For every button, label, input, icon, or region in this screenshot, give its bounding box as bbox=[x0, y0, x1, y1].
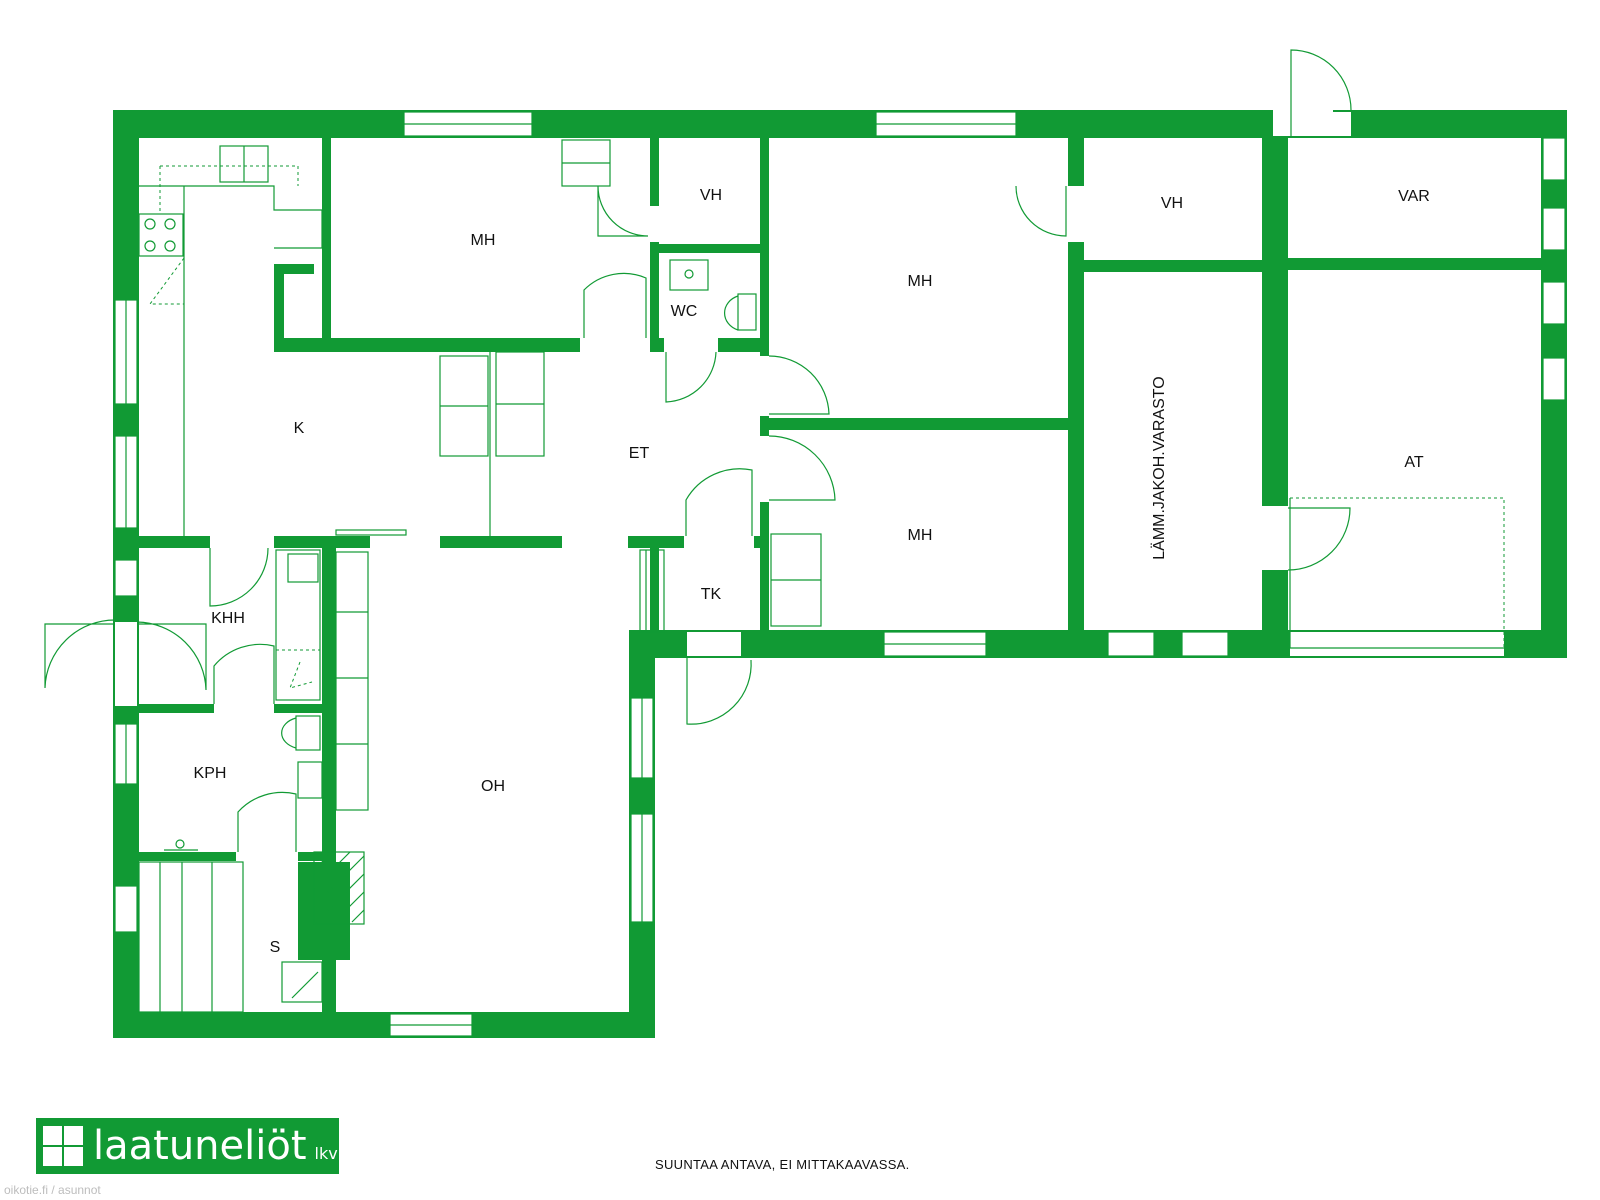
logo-name: laatuneliöt bbox=[93, 1123, 307, 1169]
room-label-at: AT bbox=[1404, 454, 1423, 471]
scale-note: SUUNTAA ANTAVA, EI MITTAKAAVASSA. bbox=[655, 1157, 910, 1172]
logo-suffix: lkv bbox=[314, 1143, 338, 1163]
room-label-vh-1: VH bbox=[700, 187, 722, 204]
room-label-oh: OH bbox=[481, 778, 505, 795]
room-labels: MH VH WC MH VH VAR K ET LÄMM.JAKOH.VARAS… bbox=[194, 187, 1430, 956]
room-label-var: VAR bbox=[1398, 188, 1430, 205]
room-label-mh-mid: MH bbox=[908, 527, 933, 544]
room-label-storage: LÄMM.JAKOH.VARASTO bbox=[1150, 376, 1168, 559]
room-label-wc: WC bbox=[671, 303, 698, 320]
room-label-mh-big: MH bbox=[908, 273, 933, 290]
window-openings bbox=[115, 110, 1565, 1036]
brand-logo: laatuneliöt lkv bbox=[36, 1118, 339, 1174]
logo-squares-icon bbox=[41, 1124, 85, 1168]
room-label-vh-2: VH bbox=[1161, 195, 1183, 212]
walls bbox=[113, 110, 1567, 1038]
room-label-s: S bbox=[270, 939, 281, 956]
room-label-et: ET bbox=[629, 445, 650, 462]
source-watermark: oikotie.fi / asunnot bbox=[4, 1183, 101, 1197]
door-swings bbox=[44, 49, 1352, 852]
room-label-tk: TK bbox=[701, 586, 722, 603]
room-label-kph: KPH bbox=[194, 765, 227, 782]
room-label-k: K bbox=[294, 420, 305, 437]
fixtures bbox=[138, 139, 1505, 1013]
window-frames bbox=[114, 111, 1566, 1037]
room-label-khh: KHH bbox=[211, 610, 245, 627]
room-label-mh-top: MH bbox=[471, 232, 496, 249]
